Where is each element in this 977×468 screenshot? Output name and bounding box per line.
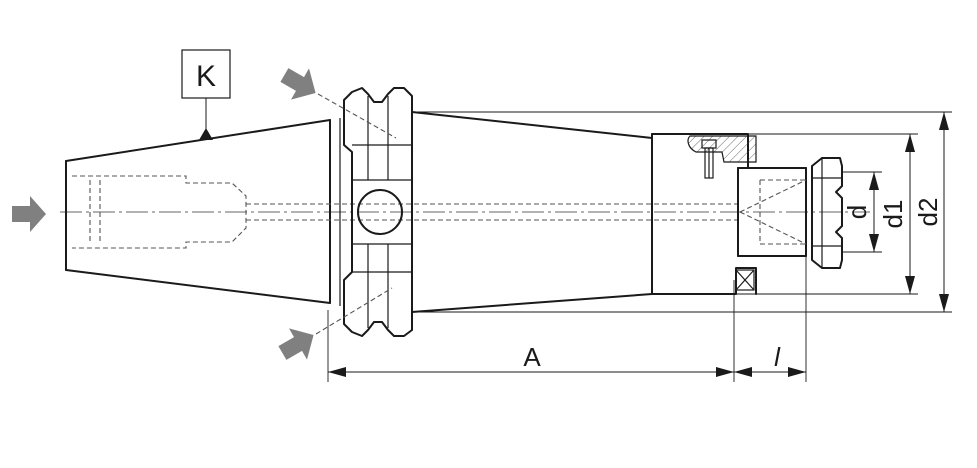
arrow-up-right-icon: [278, 287, 393, 360]
dimension-l-label: l: [774, 342, 781, 372]
dimension-A-label: A: [523, 342, 541, 372]
taper-shank: [65, 118, 341, 306]
surface-marker-K: K: [181, 49, 231, 140]
set-screw-section: [687, 135, 757, 179]
nose-bore: [737, 167, 807, 257]
k-label: K: [196, 60, 216, 93]
drive-key: [735, 269, 755, 291]
v-flange: [343, 87, 413, 337]
dimension-d2-label: d2: [913, 198, 943, 227]
dimension-d-label: d: [842, 205, 872, 219]
dimension-d: d: [842, 172, 879, 252]
internal-thread-hidden: [72, 175, 740, 249]
dimension-A: A: [328, 342, 734, 377]
dimension-d1-label: d1: [878, 200, 908, 229]
clamp-nut: [811, 157, 843, 269]
dimension-l: l: [734, 342, 806, 377]
dimension-d1: d1: [878, 134, 915, 294]
triangle-icon: [199, 128, 213, 140]
dimension-d2: d2: [913, 112, 949, 312]
extension-lines: [327, 111, 952, 382]
arrow-right-icon: [12, 196, 46, 232]
arrow-down-right-icon: [280, 68, 397, 139]
drive-slot-circle: [357, 189, 403, 235]
